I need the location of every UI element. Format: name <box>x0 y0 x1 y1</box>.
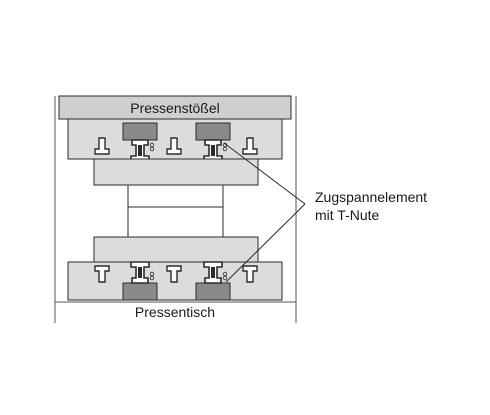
press-frame <box>54 96 297 323</box>
callout-label-line2: mit T-Nute <box>315 207 380 223</box>
callout-label-line1: Zugspannelement <box>315 189 427 205</box>
lower-die <box>93 236 259 263</box>
table-label: Pressentisch <box>135 304 215 320</box>
ram-label: Pressenstößel <box>130 100 219 116</box>
guide-block <box>127 184 224 238</box>
callout-leaders <box>223 142 306 283</box>
upper-die <box>93 158 259 186</box>
